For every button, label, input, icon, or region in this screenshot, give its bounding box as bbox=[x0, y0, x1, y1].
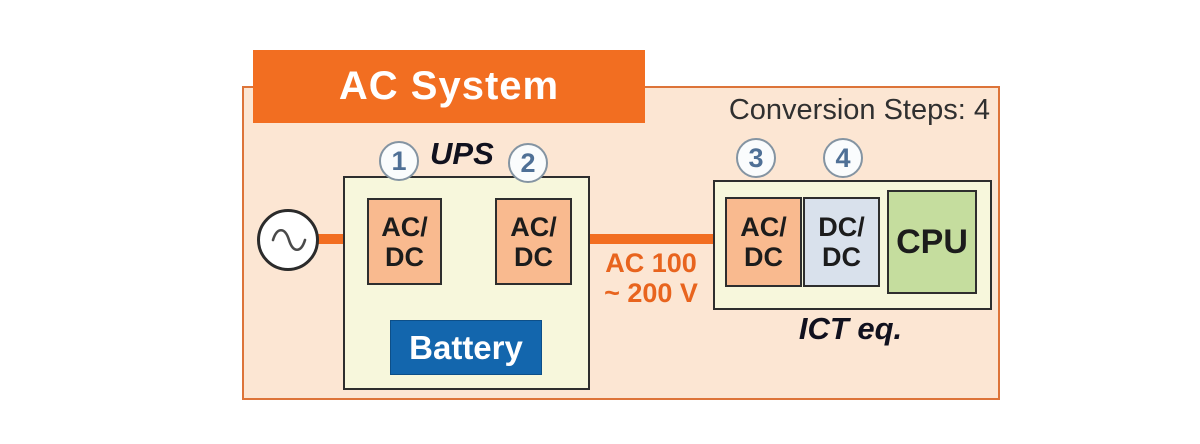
cpu-label: CPU bbox=[896, 223, 968, 261]
converter-label-line1: AC/ bbox=[740, 212, 787, 242]
ict-dcdc-box: DC/ DC bbox=[803, 197, 880, 287]
sine-wave-icon bbox=[271, 228, 307, 252]
converter-label-line2: DC bbox=[385, 241, 424, 272]
cpu-box: CPU bbox=[887, 190, 977, 294]
step-circle-1: 1 bbox=[379, 141, 419, 181]
step-circle-4: 4 bbox=[823, 138, 863, 178]
wire-ups-to-ict bbox=[568, 234, 715, 244]
conversion-steps-label: Conversion Steps: 4 bbox=[728, 94, 990, 126]
voltage-line1: AC 100 bbox=[605, 248, 697, 278]
ups-inverter-box: AC/ DC bbox=[495, 198, 572, 285]
voltage-line2: ~ 200 V bbox=[604, 278, 698, 308]
battery-label: Battery bbox=[409, 328, 523, 366]
battery-box: Battery bbox=[390, 320, 542, 375]
voltage-note: AC 100 ~ 200 V bbox=[586, 248, 716, 308]
step-circle-3: 3 bbox=[736, 138, 776, 178]
ac-source bbox=[257, 209, 319, 271]
converter-label-line1: DC/ bbox=[818, 212, 865, 242]
converter-label-line1: AC/ bbox=[381, 211, 428, 242]
wire-source-to-ups bbox=[314, 234, 370, 244]
converter-label-line2: DC bbox=[822, 242, 861, 272]
step-number: 2 bbox=[520, 147, 536, 178]
ups-rectifier-box: AC/ DC bbox=[367, 198, 442, 285]
step-number: 1 bbox=[391, 145, 407, 176]
step-circle-2: 2 bbox=[508, 143, 548, 183]
ac-system-banner: AC System bbox=[253, 50, 645, 123]
ac-system-title: AC System bbox=[338, 64, 560, 108]
converter-label-line1: AC/ bbox=[510, 211, 557, 242]
step-number: 3 bbox=[748, 142, 764, 173]
ups-label: UPS bbox=[430, 136, 494, 171]
ict-label: ICT eq. bbox=[798, 311, 903, 346]
step-number: 4 bbox=[835, 142, 851, 173]
converter-label-line2: DC bbox=[514, 241, 553, 272]
converter-label-line2: DC bbox=[744, 242, 783, 272]
ict-acdc-box: AC/ DC bbox=[725, 197, 802, 287]
